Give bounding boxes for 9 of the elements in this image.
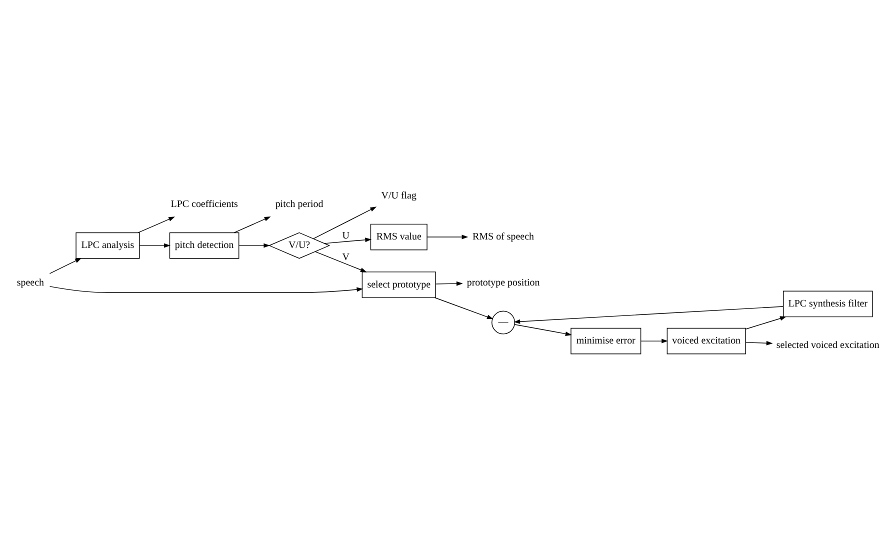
node-text: LPC coefficients [170,198,238,210]
node-text: RMS of speech [472,231,534,242]
node-text: speech [16,276,44,288]
node-text: pitch period [275,198,324,210]
node-text: prototype position [466,276,540,288]
edge-label: V [342,251,350,262]
node-text: V/U flag [381,190,416,201]
edge-label: U [342,230,350,242]
node-text: selected voiced excitation [776,339,880,350]
